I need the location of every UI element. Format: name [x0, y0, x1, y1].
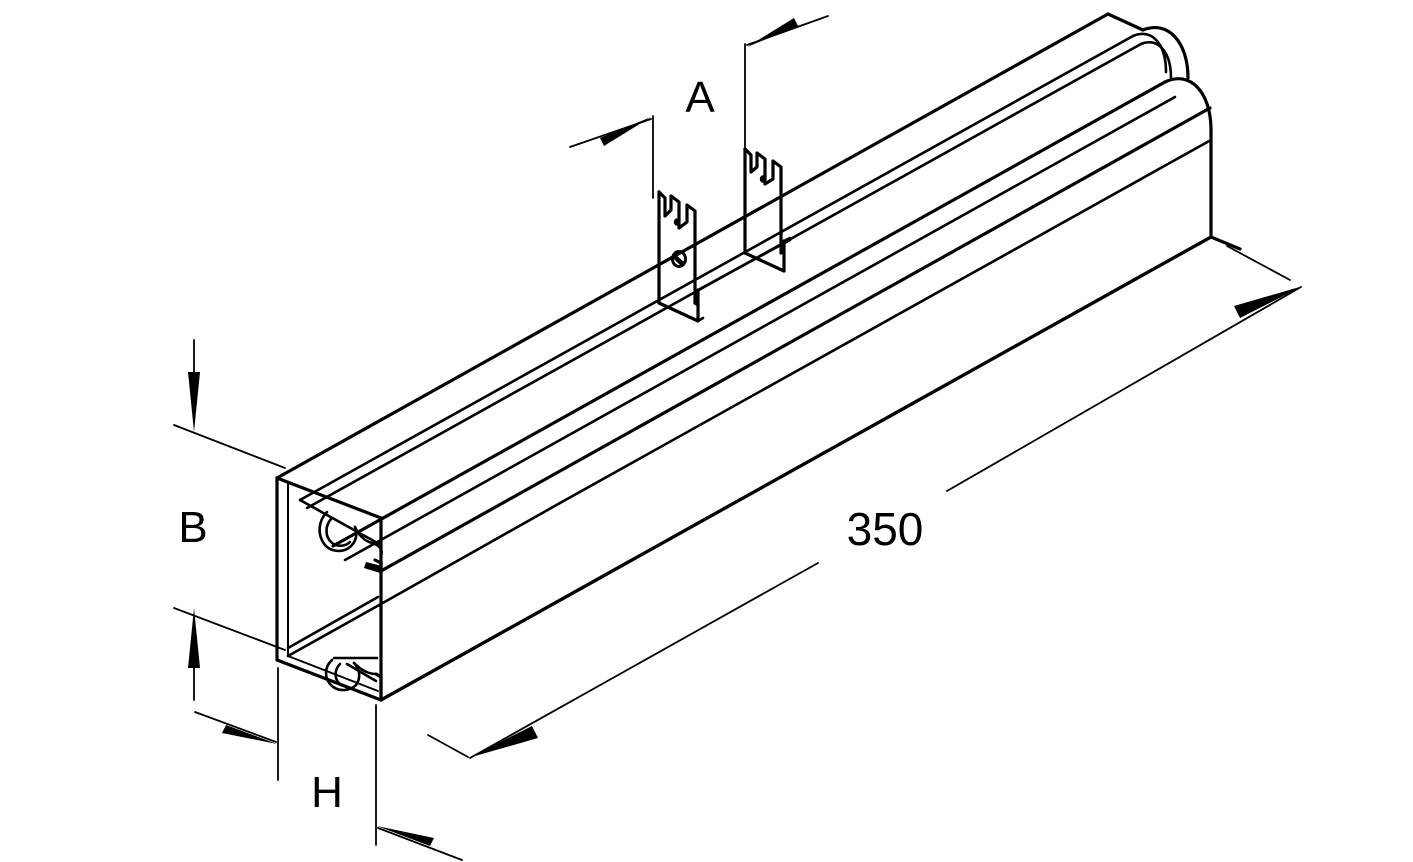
dimension-a: A [569, 15, 829, 199]
clip-screw-hole-left [671, 250, 687, 268]
dim-a-arrowhead-right [747, 18, 798, 47]
clip-pilot-hole-left [673, 218, 681, 226]
dim-350-line-right [946, 286, 1302, 492]
mounting-clips [657, 147, 792, 323]
base-plane [379, 235, 1213, 702]
clip-base-edge [657, 301, 700, 323]
cover-top-surface [275, 12, 1177, 562]
right-end-cap [1106, 12, 1242, 251]
dim-350-arrowhead-left [468, 726, 538, 758]
dim-a-label: A [685, 73, 715, 122]
dim-350-line-left [469, 562, 819, 759]
mounting-clip-right [743, 147, 792, 273]
dim-b-arrowhead-bottom [188, 608, 200, 668]
dimension-h: H [194, 667, 463, 861]
dim-b-label: B [178, 503, 207, 552]
interior-surfaces [286, 498, 562, 658]
dim-h-arrowhead-right [377, 826, 434, 846]
front-face-seams [558, 138, 1213, 505]
dim-h-label: H [311, 768, 343, 817]
dim-350-ext-left [427, 734, 469, 758]
dim-a-arrowhead-left [600, 117, 651, 146]
dim-b-ext-bottom [173, 607, 286, 651]
clip-pilot-hole-right [759, 175, 767, 183]
dim-350-ext-right [1226, 245, 1291, 281]
dim-350-arrowhead-right [1234, 286, 1303, 318]
dim-h-leader-left [194, 711, 277, 743]
dimension-350: 350 [427, 245, 1303, 759]
dim-h-leader-right [377, 827, 463, 861]
dimension-b: B [173, 339, 286, 701]
trunking-body [275, 12, 1242, 702]
upper-latch-profile [318, 510, 383, 573]
dim-h-arrowhead-left [222, 725, 277, 744]
dim-350-label: 350 [847, 503, 924, 555]
dim-b-ext-top [173, 424, 286, 469]
dim-b-arrowhead-top [188, 372, 200, 432]
lower-latch-profile [324, 656, 383, 702]
